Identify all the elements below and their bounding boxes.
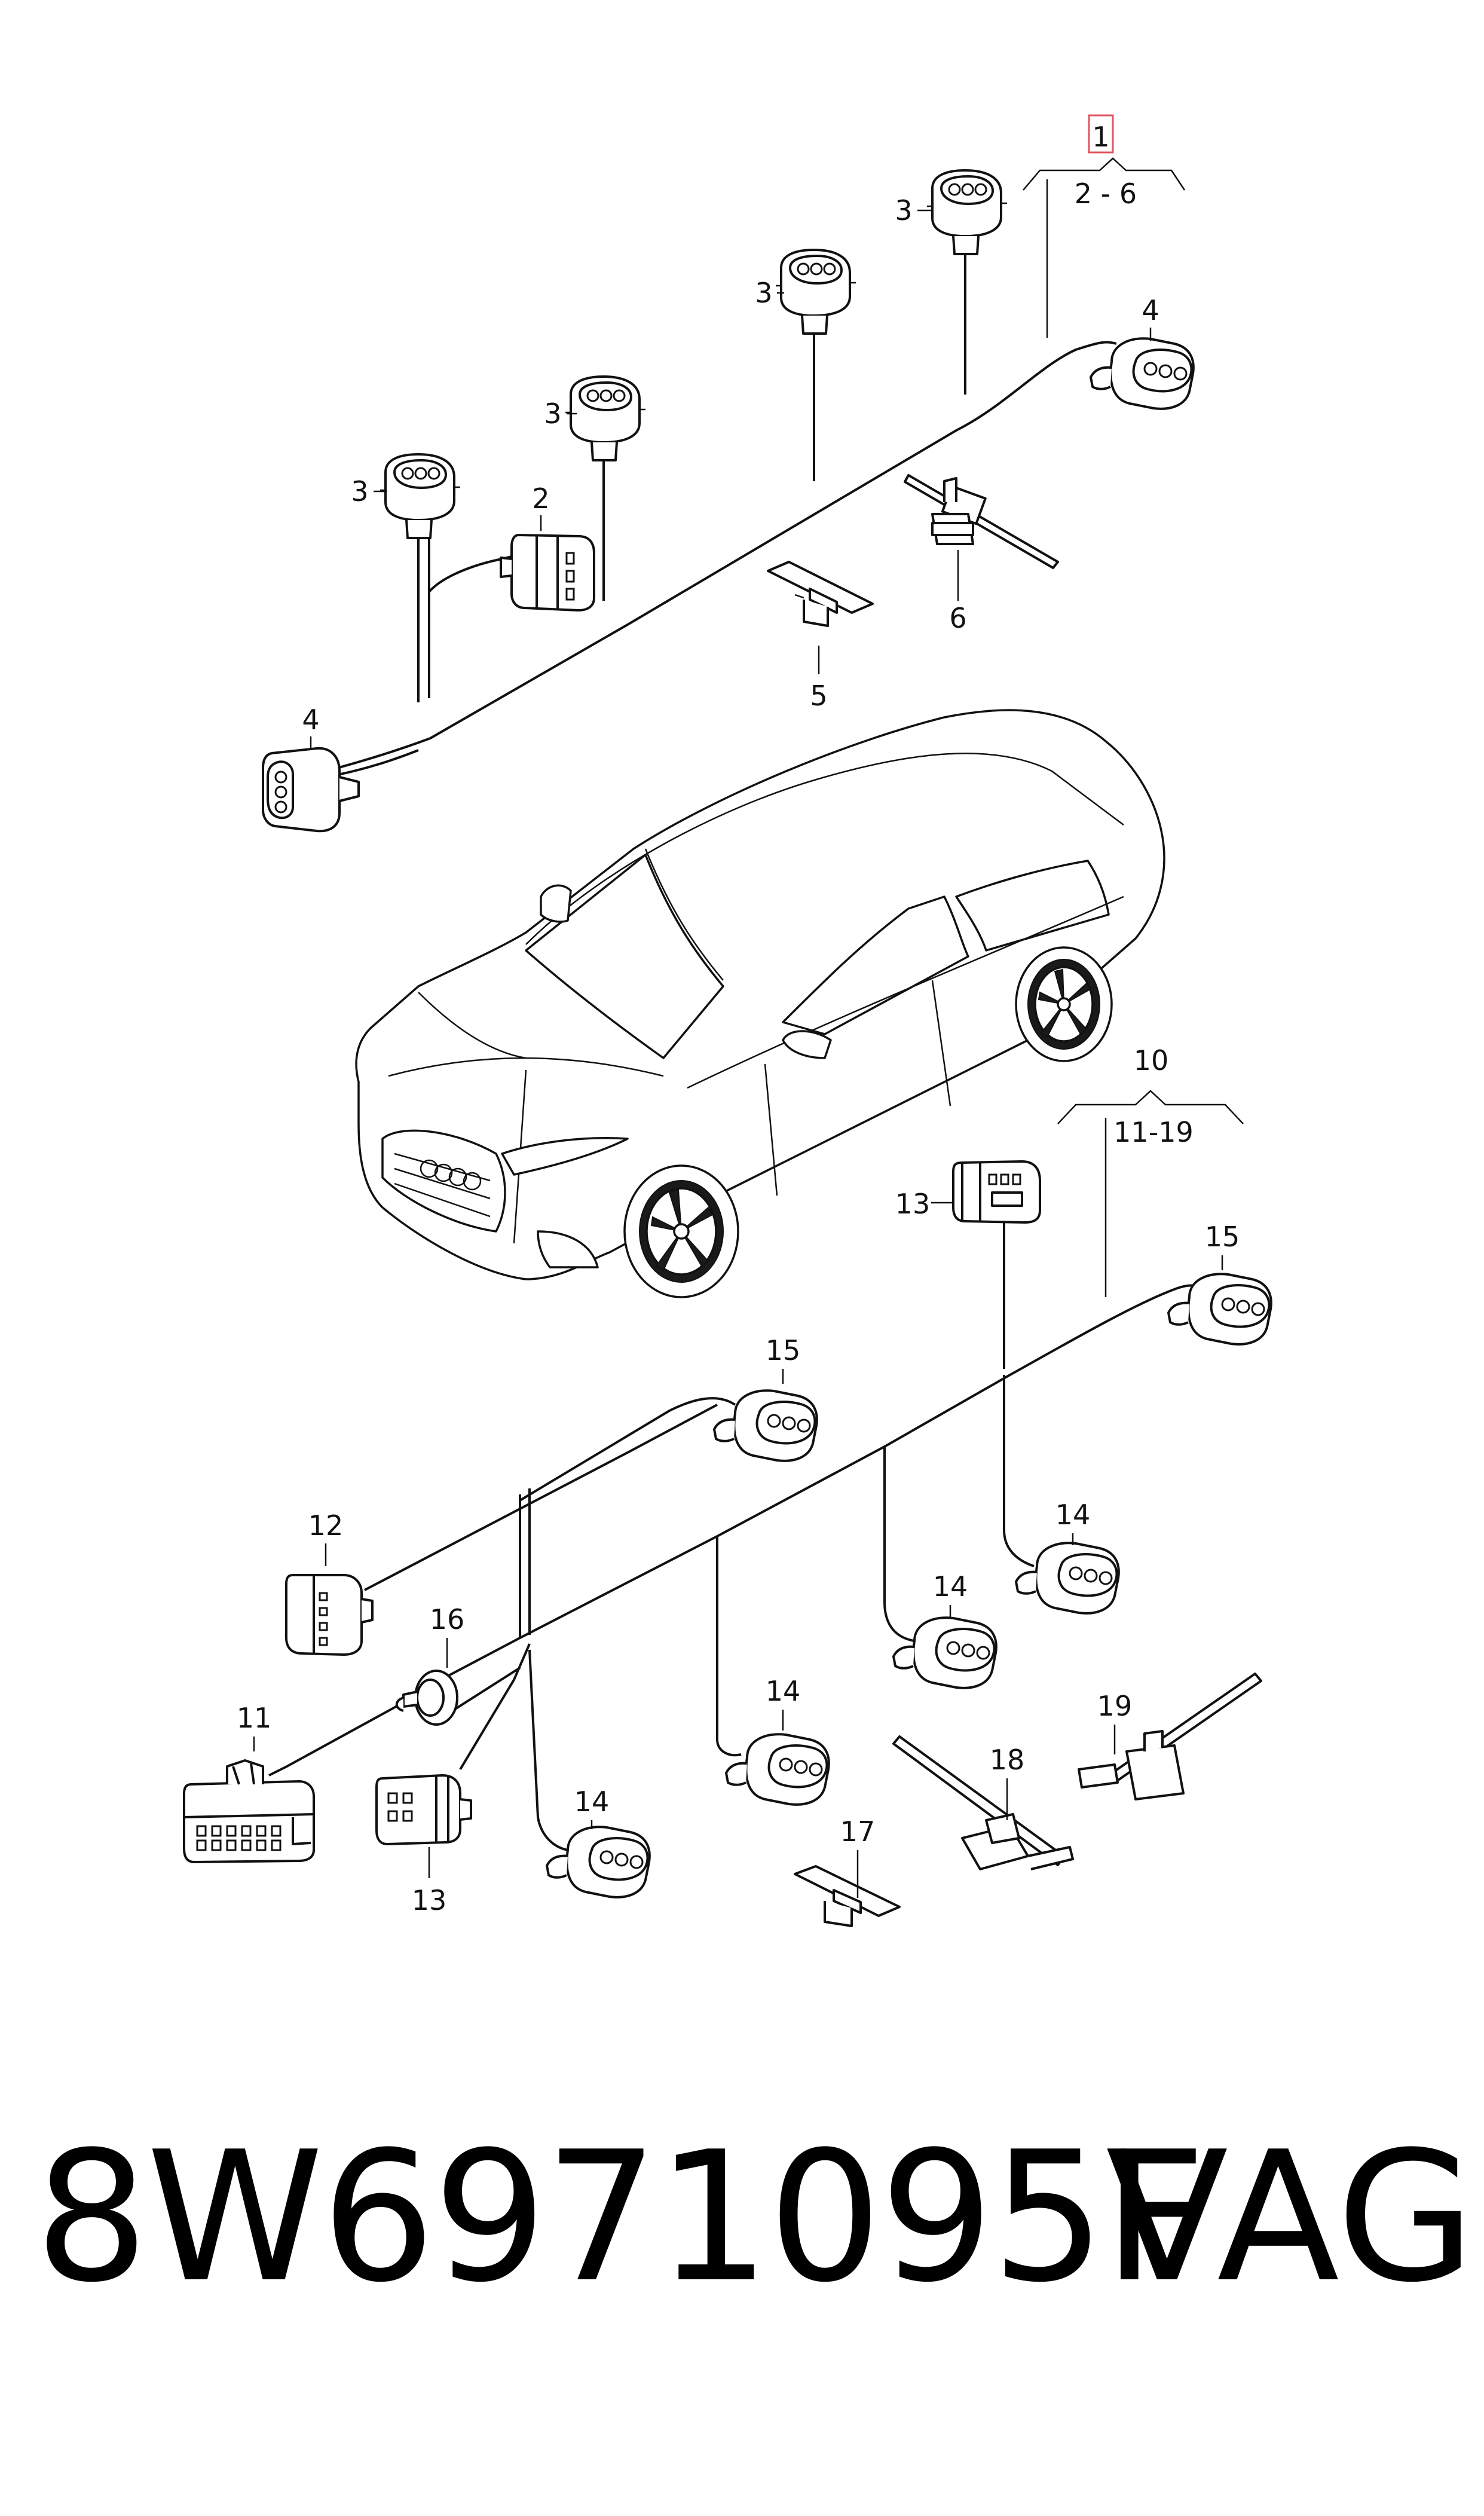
rear-wheel bbox=[1015, 946, 1113, 1062]
connector-13-top bbox=[952, 1160, 1041, 1224]
callout-14d: 14 bbox=[574, 1786, 610, 1818]
callout-2: 2 bbox=[532, 482, 549, 515]
clip-5 bbox=[767, 561, 874, 627]
callout-16: 16 bbox=[430, 1603, 465, 1635]
callout-4a: 4 bbox=[302, 704, 319, 736]
connector-14d bbox=[546, 1826, 651, 1899]
connector-3c bbox=[775, 249, 857, 335]
harness-front: 1 2 - 6 3 3 3 3 bbox=[262, 114, 1195, 833]
callout-5: 5 bbox=[810, 680, 827, 712]
callout-19: 19 bbox=[1097, 1690, 1133, 1722]
callout-6: 6 bbox=[949, 602, 966, 634]
connector-15-right bbox=[1167, 1273, 1272, 1346]
cable-tie-19 bbox=[1078, 1673, 1262, 1800]
callout-15b: 15 bbox=[766, 1334, 801, 1366]
callout-10: 10 bbox=[1134, 1044, 1169, 1077]
callout-11: 11 bbox=[237, 1702, 272, 1734]
callout-4b: 4 bbox=[1142, 294, 1159, 326]
connector-14c bbox=[1015, 1542, 1120, 1615]
range-bracket-1 bbox=[1023, 157, 1186, 191]
callout-1-highlight bbox=[1088, 114, 1114, 154]
callout-15a: 15 bbox=[1205, 1221, 1240, 1253]
range-bracket-10 bbox=[1057, 1090, 1244, 1124]
callout-14a: 14 bbox=[766, 1675, 801, 1707]
connector-2 bbox=[500, 534, 595, 612]
grommet-16 bbox=[395, 1670, 458, 1726]
connector-3d bbox=[926, 169, 1008, 255]
callout-13b: 13 bbox=[412, 1884, 447, 1916]
brand-label: VAG bbox=[1106, 2113, 1476, 2322]
connector-12 bbox=[285, 1574, 374, 1656]
clip-17 bbox=[794, 1865, 901, 1927]
callout-13a: 13 bbox=[895, 1188, 931, 1220]
cable-tie-6 bbox=[904, 474, 1059, 569]
connector-13-bottom bbox=[375, 1774, 472, 1845]
connector-14a bbox=[725, 1733, 830, 1806]
range-11-19: 11-19 bbox=[1113, 1116, 1194, 1148]
callout-1: 1 bbox=[1092, 121, 1109, 153]
callout-3b: 3 bbox=[544, 398, 561, 430]
car-icon bbox=[355, 709, 1165, 1298]
range-2-6: 2 - 6 bbox=[1075, 178, 1137, 210]
callout-3c: 3 bbox=[755, 277, 772, 309]
connector-3b bbox=[564, 375, 647, 461]
callout-18: 18 bbox=[990, 1744, 1025, 1776]
callout-17: 17 bbox=[840, 1815, 876, 1848]
connector-14b bbox=[892, 1616, 998, 1689]
harness-rear: 10 11-19 13 bbox=[183, 1044, 1272, 1927]
trunk-wire bbox=[325, 341, 1117, 772]
connector-4-left bbox=[262, 747, 360, 833]
callout-12: 12 bbox=[308, 1509, 344, 1542]
callout-3d: 3 bbox=[895, 194, 912, 227]
connector-4-right bbox=[1090, 337, 1195, 410]
front-wheel bbox=[623, 1164, 739, 1298]
connector-11 bbox=[183, 1759, 315, 1863]
connector-3a bbox=[379, 453, 461, 539]
callout-14b: 14 bbox=[933, 1570, 968, 1603]
callout-3a: 3 bbox=[351, 475, 368, 508]
callout-14c: 14 bbox=[1055, 1499, 1091, 1531]
trunk-wire-rear bbox=[412, 1284, 1202, 1696]
cable-tie-18 bbox=[892, 1735, 1074, 1870]
part-number: 8W6971095F bbox=[35, 2113, 1206, 2322]
